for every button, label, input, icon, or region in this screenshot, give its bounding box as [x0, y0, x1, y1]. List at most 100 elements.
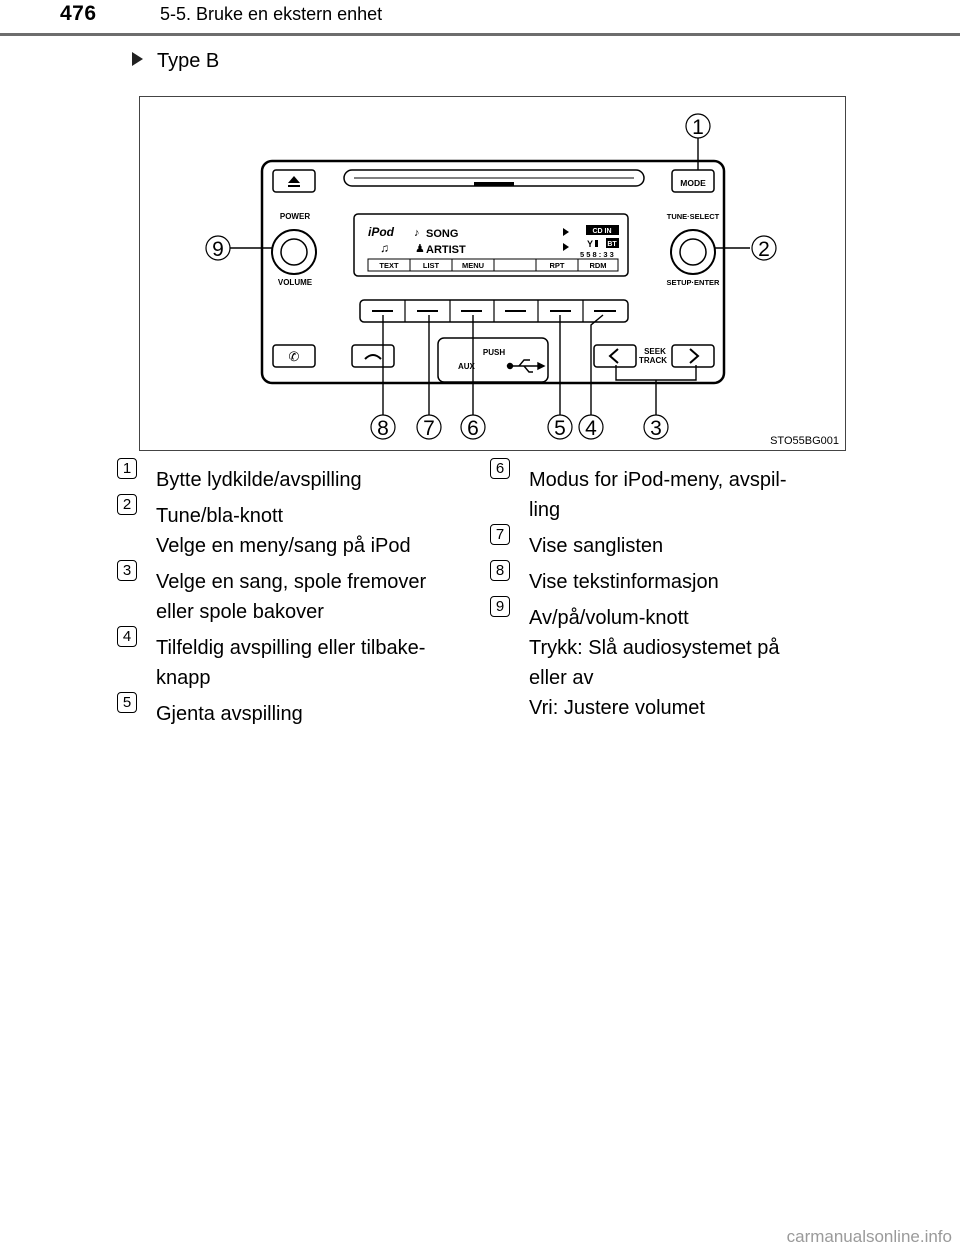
volume-label: VOLUME [278, 278, 313, 287]
legend-item: 8 Vise tekstinformasjon [490, 560, 839, 597]
callout-4: 4 [585, 417, 597, 440]
legend-text: ling [529, 499, 561, 521]
tune-select-knob [670, 229, 716, 275]
note-icon: ♪ [414, 227, 420, 239]
faceplate [260, 159, 726, 385]
power-volume-knob [271, 229, 317, 275]
legend-number: 1 [117, 458, 137, 479]
callout-numbers: 1 2 3 4 5 6 7 8 9 [205, 113, 777, 440]
tune-select-label: TUNE·SELECT [667, 212, 720, 221]
callout-6: 6 [467, 417, 479, 440]
legend-number: 4 [117, 626, 137, 647]
legend-item: 4 Tilfeldig avspilling eller tilbake- kn… [117, 626, 476, 693]
chevron-right-icon [689, 348, 700, 364]
softkey-menu: MENU [462, 261, 484, 270]
legend-number: 9 [490, 596, 510, 617]
mode-label: MODE [680, 178, 706, 188]
legend-number: 2 [117, 494, 137, 515]
display-screen [353, 213, 629, 277]
seek-label: SEEK [644, 347, 666, 356]
subheading-label: Type B [157, 50, 220, 72]
softkey-rdm: RDM [589, 261, 606, 270]
legend-number: 8 [490, 560, 510, 581]
legend-item: 6 Modus for iPod-meny, avspil- ling [490, 458, 839, 525]
music-icon: ♫ [380, 241, 389, 255]
aux-usb-cover [437, 337, 549, 383]
display-ipod: iPod [368, 225, 395, 239]
softkey-text: TEXT [379, 261, 399, 270]
signal-icon: Y [587, 239, 593, 249]
eject-button [272, 169, 316, 193]
figure-code: STO55BG001 [770, 435, 839, 447]
callout-leaders [228, 137, 750, 415]
legend-text: Vise sanglisten [529, 535, 664, 557]
legend-number: 6 [490, 458, 510, 479]
push-label: PUSH [483, 348, 505, 357]
legend-text: Modus for iPod-meny, avspil- [529, 469, 787, 491]
audio-unit-illustration: MODE POWER VOLUME TUNE·SELECT SETUP·ENTE… [205, 113, 777, 440]
bt-indicator [606, 238, 619, 248]
subheading: Type B [132, 50, 219, 73]
display-time: 5 5 8 : 3 3 [580, 250, 614, 259]
legend-item: 5 Gjenta avspilling [117, 692, 476, 729]
callout-7: 7 [423, 417, 435, 440]
header-rule [0, 33, 960, 36]
legend-text: Tune/bla-knott [156, 505, 284, 527]
person-icon: ♟ [415, 243, 425, 255]
legend-text: Vri: Justere volumet [529, 697, 705, 719]
callout-3: 3 [650, 417, 662, 440]
legend-item: 7 Vise sanglisten [490, 524, 839, 561]
seek-forward-button [671, 344, 715, 368]
legend-item: 9 Av/på/volum-knott Trykk: Slå audiosyst… [490, 596, 839, 723]
legend-text: Trykk: Slå audiosystemet på [529, 637, 780, 659]
setup-enter-label: SETUP·ENTER [667, 278, 721, 287]
watermark: carmanualsonline.info [786, 1227, 952, 1246]
callout-8: 8 [377, 417, 389, 440]
legend-list-right: 6 Modus for iPod-meny, avspil- ling 7 Vi… [490, 458, 839, 729]
phone-icon: ✆ [289, 349, 300, 364]
legend-number: 5 [117, 692, 137, 713]
callout-2: 2 [758, 238, 770, 261]
legend-text: Vise tekstinformasjon [529, 571, 719, 593]
eject-icon [288, 176, 300, 183]
callout-5: 5 [554, 417, 566, 440]
legend-text: eller av [529, 667, 594, 689]
cd-in-indicator [586, 225, 619, 235]
legend-text: Gjenta avspilling [156, 703, 303, 725]
callout-1: 1 [692, 116, 704, 139]
legend-text: Bytte lydkilde/avspilling [156, 469, 362, 491]
legend-item: 2 Tune/bla-knott Velge en meny/sang på i… [117, 494, 476, 561]
page-number: 476 [60, 2, 97, 25]
phone-hangup-button [351, 344, 395, 368]
play-icon [563, 243, 569, 251]
phone-pickup-button [272, 344, 316, 368]
aux-label: AUX [458, 362, 476, 371]
mode-button [671, 169, 715, 193]
legend-item: 3 Velge en sang, spole fremover eller sp… [117, 560, 476, 627]
softkey-label-box [577, 258, 619, 272]
display-artist: ARTIST [426, 244, 466, 256]
hangup-icon [364, 354, 382, 360]
section-title: 5-5. Bruke en ekstern enhet [160, 4, 383, 24]
legend-text: Tilfeldig avspilling eller tilbake- [156, 637, 426, 659]
softkey-rpt: RPT [550, 261, 565, 270]
chevron-left-icon [608, 348, 619, 364]
legend-text: Velge en sang, spole fremover [156, 571, 427, 593]
legend-item: 1 Bytte lydkilde/avspilling [117, 458, 476, 495]
usb-icon [506, 359, 546, 373]
legend-text: eller spole bakover [156, 601, 324, 623]
audio-unit-figure: MODE POWER VOLUME TUNE·SELECT SETUP·ENTE… [139, 96, 846, 451]
bt-text: BT [607, 241, 617, 248]
page-header: 476 5-5. Bruke en ekstern enhet [0, 0, 960, 40]
seek-back-button [593, 344, 637, 368]
callout-9: 9 [212, 238, 224, 261]
legend-number: 3 [117, 560, 137, 581]
legend-list-left: 1 Bytte lydkilde/avspilling 2 Tune/bla-k… [117, 458, 476, 735]
display-song: SONG [426, 228, 458, 240]
legend-text: knapp [156, 667, 211, 689]
track-label: TRACK [639, 356, 667, 365]
legend-text: Av/på/volum-knott [529, 607, 689, 629]
legend-text: Velge en meny/sang på iPod [156, 535, 411, 557]
play-icon [563, 228, 569, 236]
legend-number: 7 [490, 524, 510, 545]
